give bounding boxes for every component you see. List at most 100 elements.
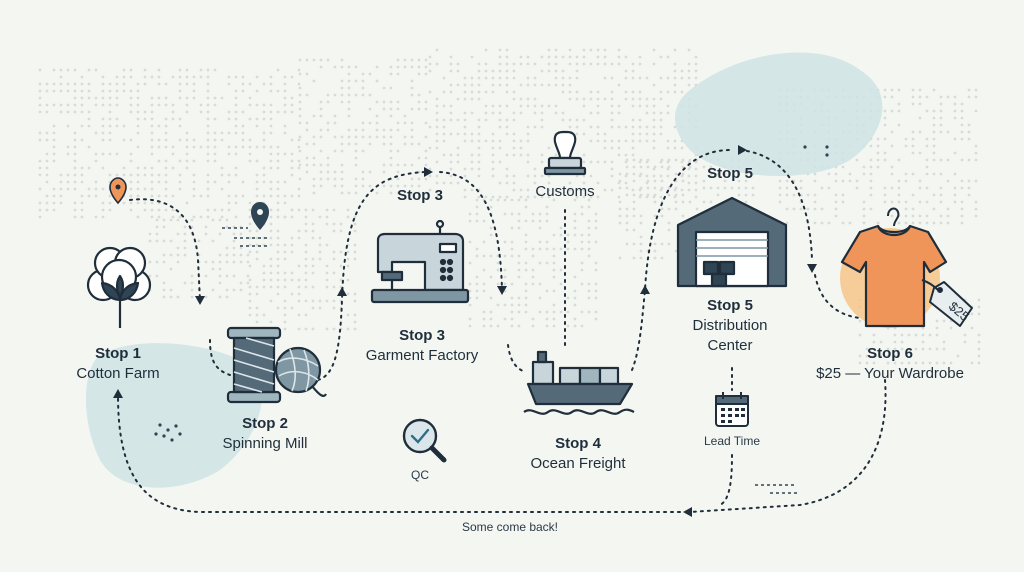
- map-dot: [510, 303, 514, 307]
- map-dot: [220, 215, 224, 219]
- map-dot: [108, 201, 112, 205]
- map-dot: [463, 188, 467, 192]
- map-dot: [730, 186, 734, 190]
- map-dot: [921, 340, 925, 344]
- map-dot: [206, 75, 210, 79]
- map-dot: [213, 68, 217, 72]
- map-dot: [311, 271, 315, 275]
- map-dot: [340, 65, 344, 69]
- map-dot: [561, 76, 565, 80]
- map-dot: [967, 123, 971, 127]
- map-dot: [389, 191, 393, 195]
- map-dot: [638, 118, 642, 122]
- map-dot: [143, 117, 147, 121]
- map-dot: [925, 109, 929, 113]
- map-dot: [66, 145, 70, 149]
- map-dot: [326, 156, 330, 160]
- map-dot: [552, 303, 556, 307]
- map-dot: [484, 195, 488, 199]
- map-dot: [967, 88, 971, 92]
- map-dot: [524, 240, 528, 244]
- map-dot: [449, 153, 453, 157]
- map-dot: [974, 144, 978, 148]
- map-dot: [594, 310, 598, 314]
- map-dot: [346, 264, 350, 268]
- map-dot: [136, 103, 140, 107]
- map-dot: [667, 158, 671, 162]
- map-dot: [960, 207, 964, 211]
- map-dot: [610, 76, 614, 80]
- map-dot: [939, 109, 943, 113]
- map-dot: [477, 118, 481, 122]
- map-dot: [573, 317, 577, 321]
- map-dot: [960, 200, 964, 204]
- rubber-stamp-icon: [543, 130, 587, 176]
- map-dot: [255, 194, 259, 198]
- map-dot: [298, 121, 302, 125]
- map-dot: [617, 153, 621, 157]
- map-dot: [489, 317, 493, 321]
- map-dot: [248, 313, 252, 317]
- map-dot: [632, 179, 636, 183]
- map-dot: [319, 107, 323, 111]
- map-dot: [646, 179, 650, 183]
- map-dot: [573, 219, 577, 223]
- map-dot: [311, 285, 315, 289]
- map-dot: [911, 151, 915, 155]
- map-dot: [332, 208, 336, 212]
- map-dot: [932, 130, 936, 134]
- map-dot: [347, 79, 351, 83]
- map-dot: [59, 194, 63, 198]
- map-dot: [396, 177, 400, 181]
- map-dot: [470, 83, 474, 87]
- map-dot: [610, 146, 614, 150]
- map-dot: [340, 177, 344, 181]
- map-dot: [568, 181, 572, 185]
- map-dot: [171, 152, 175, 156]
- map-dot: [122, 82, 126, 86]
- map-dot: [248, 222, 252, 226]
- map-dot: [484, 90, 488, 94]
- map-dot: [911, 214, 915, 218]
- map-dot: [66, 82, 70, 86]
- map-dot: [38, 201, 42, 205]
- map-dot: [496, 324, 500, 328]
- map-dot: [218, 267, 222, 271]
- map-dot: [269, 159, 273, 163]
- map-dot: [568, 83, 572, 87]
- map-dot: [255, 257, 259, 261]
- map-dot: [631, 97, 635, 101]
- map-dot: [552, 233, 556, 237]
- map-dot: [477, 195, 481, 199]
- map-dot: [897, 186, 901, 190]
- map-dot: [594, 282, 598, 286]
- map-dot: [190, 218, 194, 222]
- map-dot: [227, 110, 231, 114]
- map-dot: [561, 69, 565, 73]
- map-dot: [262, 278, 266, 282]
- map-dot: [368, 107, 372, 111]
- map-dot: [580, 212, 584, 216]
- map-dot: [73, 96, 77, 100]
- map-dot: [580, 247, 584, 251]
- map-dot: [967, 179, 971, 183]
- map-dot: [610, 174, 614, 178]
- map-dot: [778, 193, 782, 197]
- map-dot: [631, 69, 635, 73]
- map-dot: [872, 354, 876, 358]
- map-dot: [403, 121, 407, 125]
- map-dot: [653, 179, 657, 183]
- map-dot: [339, 229, 343, 233]
- map-dot: [283, 250, 287, 254]
- map-dot: [396, 149, 400, 153]
- map-dot: [178, 75, 182, 79]
- map-dot: [108, 110, 112, 114]
- map-dot: [396, 58, 400, 62]
- map-dot: [554, 104, 558, 108]
- map-dot: [587, 296, 591, 300]
- map-dot: [269, 215, 273, 219]
- map-dot: [325, 271, 329, 275]
- map-dot: [45, 173, 49, 177]
- map-dot: [953, 200, 957, 204]
- map-dot: [346, 313, 350, 317]
